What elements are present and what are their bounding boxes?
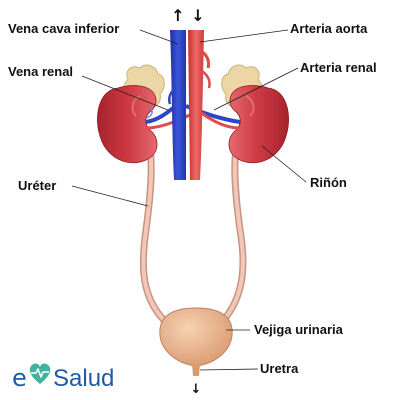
outflow-arrow-icon: ↓ <box>191 382 202 397</box>
label-vena-renal: Vena renal <box>8 64 73 79</box>
leader-vena-cava <box>139 29 179 45</box>
label-vejiga-urinaria: Vejiga urinaria <box>254 322 344 337</box>
leader-uretra <box>199 368 259 371</box>
esalud-logo: e Salud <box>12 363 114 392</box>
left-ureter <box>139 146 174 330</box>
label-rinon: Riñón <box>310 175 347 190</box>
leader-rinon <box>261 145 307 183</box>
leader-arteria-renal <box>213 67 299 111</box>
urethra <box>192 364 200 376</box>
label-uretra: Uretra <box>260 361 299 376</box>
up-arrow-icon: ↑ <box>171 6 184 25</box>
leader-ureter <box>71 185 149 207</box>
logo-prefix: e <box>12 364 27 392</box>
leader-vena-renal <box>81 75 169 111</box>
aorta <box>188 30 204 180</box>
right-kidney <box>228 85 289 164</box>
inferior-vena-cava <box>170 30 186 180</box>
leader-aorta <box>199 29 289 43</box>
label-arteria-renal: Arteria renal <box>300 60 377 75</box>
right-renal-artery <box>199 110 241 130</box>
down-arrow-icon: ↓ <box>191 6 204 25</box>
left-kidney <box>97 85 158 164</box>
heart-pulse-icon <box>29 363 51 384</box>
label-vena-cava-inferior: Vena cava inferior <box>8 21 119 36</box>
logo-suffix: Salud <box>53 365 114 392</box>
label-arteria-aorta: Arteria aorta <box>290 21 368 36</box>
label-ureter: Uréter <box>18 178 56 193</box>
urinary-bladder <box>159 307 233 367</box>
